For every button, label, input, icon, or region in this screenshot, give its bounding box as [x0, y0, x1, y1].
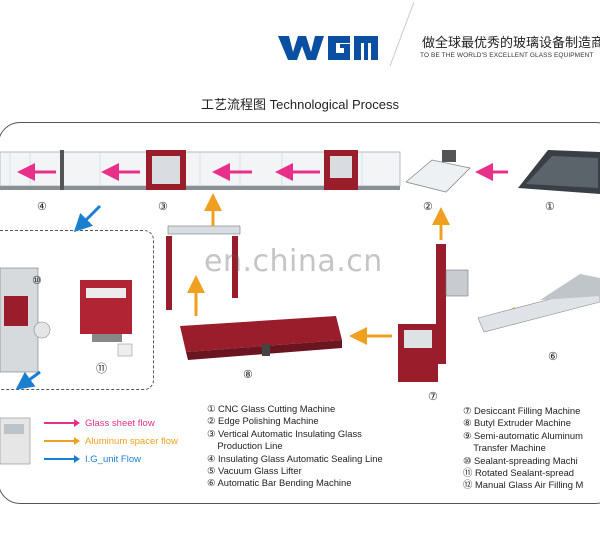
legend-label: Glass sheet flow: [85, 418, 155, 429]
sealant-spreading-machine: [0, 267, 51, 373]
step-number-2: ②: [423, 201, 433, 213]
slogan-chinese: 做全球最优秀的玻璃设备制造商: [422, 35, 600, 50]
machine-item: Production Line: [207, 440, 283, 452]
machine-item: Transfer Machine: [463, 442, 546, 454]
step-number-1: ①: [545, 201, 555, 213]
cnc-cutting-table: [518, 150, 600, 194]
legend-arrow-pink: [44, 419, 80, 428]
machine-item: ① CNC Glass Cutting Machine: [207, 403, 336, 414]
machine-item: ⑫ Manual Glass Air Filling M: [463, 479, 584, 491]
insulating-glass-production-line: [0, 150, 401, 190]
legend-label: I.G_unit Flow: [85, 454, 141, 465]
machine-item: ③ Vertical Automatic Insulating Glass: [207, 427, 362, 439]
butyl-extruder-machine: [180, 316, 342, 360]
machine-item: ⑥ Automatic Bar Bending Machine: [207, 477, 352, 489]
watermark: en.china.cn: [204, 244, 383, 279]
step-number-3: ③: [158, 201, 168, 213]
machine-item: ⑪ Rotated Sealant-spread: [463, 467, 575, 479]
step-number-4: ④: [37, 201, 47, 213]
vacuum-glass-lifter: [166, 225, 241, 310]
machine-list-left: ① CNC Glass Cutting Machine ② Edge Polis…: [207, 403, 383, 490]
legend-spacer-flow: Aluminum spacer flow: [44, 436, 178, 447]
machine-item: ⑧ Butyl Extruder Machine: [463, 417, 571, 429]
rotated-sealant-spreading-machine: [80, 280, 133, 357]
machine-item: ⑦ Desiccant Filling Machine: [463, 405, 581, 416]
machine-item: ④ Insulating Glass Automatic Sealing Lin…: [207, 452, 383, 464]
machine-item: ⑩ Sealant-spreading Machi: [463, 454, 578, 466]
machine-item: ⑨ Semi-automatic Aluminum: [463, 429, 583, 441]
step-number-7: ⑦: [428, 391, 438, 403]
diagram-title: 工艺流程图 Technological Process: [201, 97, 399, 112]
ig-unit-flow-arrow: [15, 370, 41, 390]
ig-unit-flow-arrow: [73, 204, 102, 233]
legend-arrow-blue: [44, 455, 80, 464]
step-number-6: ⑥: [548, 351, 558, 363]
legend-glass-flow: Glass sheet flow: [44, 418, 155, 429]
process-frame: [0, 122, 600, 504]
legend-label: Aluminum spacer flow: [85, 436, 178, 447]
automatic-bar-bending-machine: [477, 274, 600, 333]
step-number-10: ⑩: [32, 275, 42, 287]
step-number-8: ⑧: [243, 369, 253, 381]
machine-item: ② Edge Polishing Machine: [207, 415, 319, 427]
legend-arrow-orange: [44, 437, 80, 446]
header-slash: [389, 1, 415, 67]
machine-list-right: ⑦ Desiccant Filling Machine ⑧ Butyl Extr…: [463, 405, 600, 492]
edge-polishing-machine: [405, 150, 471, 193]
legend-ig-flow: I.G_unit Flow: [44, 454, 141, 465]
desiccant-filling-machine: [398, 244, 469, 382]
wgm-logo: [276, 34, 380, 62]
manual-glass-air-filling-machine: [0, 417, 31, 465]
slogan-english: TO BE THE WORLD'S EXCELLENT GLASS EQUIPM…: [420, 52, 594, 59]
machine-item: ⑤ Vacuum Glass Lifter: [207, 465, 302, 477]
step-number-11: ⑪: [96, 363, 107, 375]
